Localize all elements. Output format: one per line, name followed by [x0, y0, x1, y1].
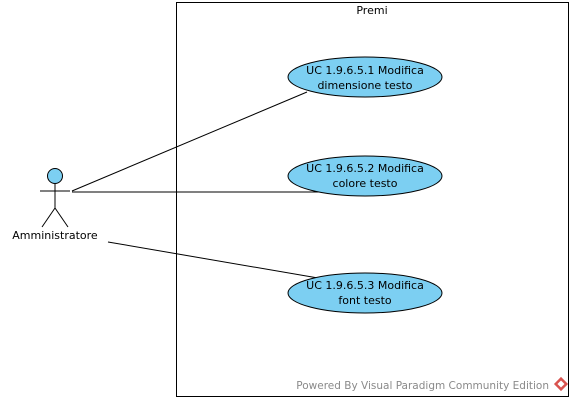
use-case-2-line1: UC 1.9.6.5.2 Modifica	[306, 162, 424, 175]
system-title: Premi	[356, 4, 387, 17]
association-line-uc1	[71, 91, 308, 192]
use-case-1[interactable]: UC 1.9.6.5.1 Modifica dimensione testo	[287, 56, 443, 98]
actor-left-leg	[41, 207, 56, 228]
actor-amministratore[interactable]: Amministratore	[12, 168, 98, 243]
actor-right-leg	[54, 207, 69, 228]
use-case-3[interactable]: UC 1.9.6.5.3 Modifica font testo	[287, 272, 443, 314]
use-case-2[interactable]: UC 1.9.6.5.2 Modifica colore testo	[287, 155, 443, 197]
use-case-2-ellipse	[287, 155, 443, 197]
association-line-uc3	[107, 241, 319, 279]
use-case-1-ellipse	[287, 56, 443, 98]
use-case-1-line2: dimensione testo	[317, 79, 412, 92]
use-case-2-line2: colore testo	[333, 177, 398, 190]
visual-paradigm-logo-icon	[553, 376, 569, 392]
actor-head	[47, 168, 63, 184]
use-case-3-line2: font testo	[338, 294, 392, 307]
actor-label: Amministratore	[12, 229, 98, 242]
use-case-3-line1: UC 1.9.6.5.3 Modifica	[306, 279, 424, 292]
use-case-1-line1: UC 1.9.6.5.1 Modifica	[306, 64, 424, 77]
use-case-3-ellipse	[287, 272, 443, 314]
watermark-text: Powered By Visual Paradigm Community Edi…	[296, 380, 549, 392]
